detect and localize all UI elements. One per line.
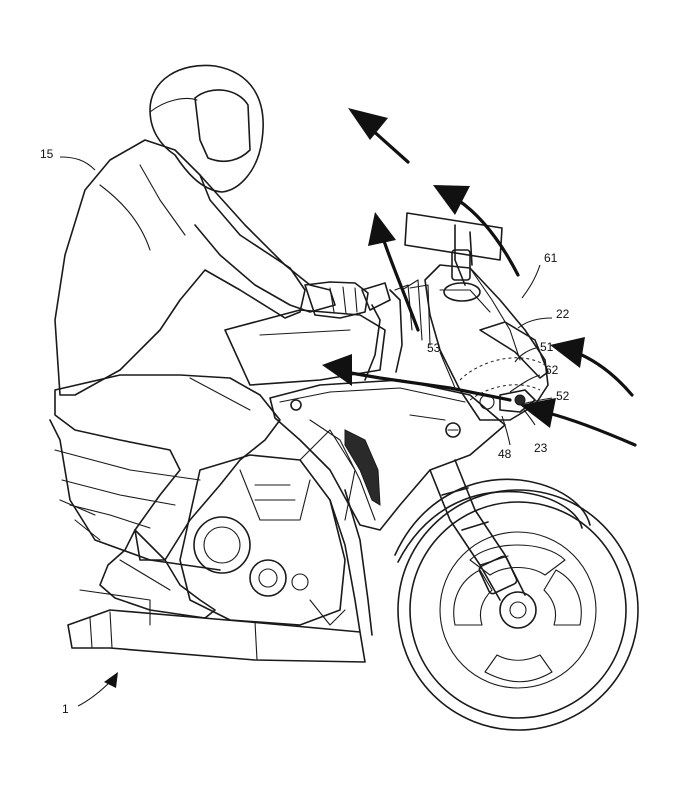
ref-label-1: 1	[62, 702, 69, 716]
rear-frame	[49, 419, 221, 571]
ref-label-61: 61	[544, 251, 558, 265]
ref-label-53: 53	[427, 341, 441, 355]
fuel-tank	[224, 309, 386, 386]
exhaust-header-pipes	[329, 489, 373, 636]
ref-label-15: 15	[40, 147, 54, 161]
exhaust-muffler	[67, 589, 366, 663]
handlebar-steering	[361, 279, 431, 381]
ref-label-48: 48	[498, 447, 512, 461]
front-fairing	[424, 264, 549, 421]
ref-label-22: 22	[556, 307, 570, 321]
rider	[54, 64, 369, 619]
windscreen-panel	[404, 212, 503, 286]
front-fork	[429, 459, 526, 601]
reference-numerals: 15 61 22 51 53 62 52 48 23 1	[40, 147, 570, 716]
ref-label-23: 23	[534, 441, 548, 455]
front-wheel	[397, 489, 639, 731]
engine-block	[179, 429, 356, 626]
front-fender	[394, 478, 591, 563]
ref-label-62: 62	[545, 363, 559, 377]
ref-label-51: 51	[540, 340, 554, 354]
airflow-arrows	[322, 108, 637, 447]
leader-lines	[59, 156, 553, 707]
ref-label-52: 52	[556, 389, 570, 403]
